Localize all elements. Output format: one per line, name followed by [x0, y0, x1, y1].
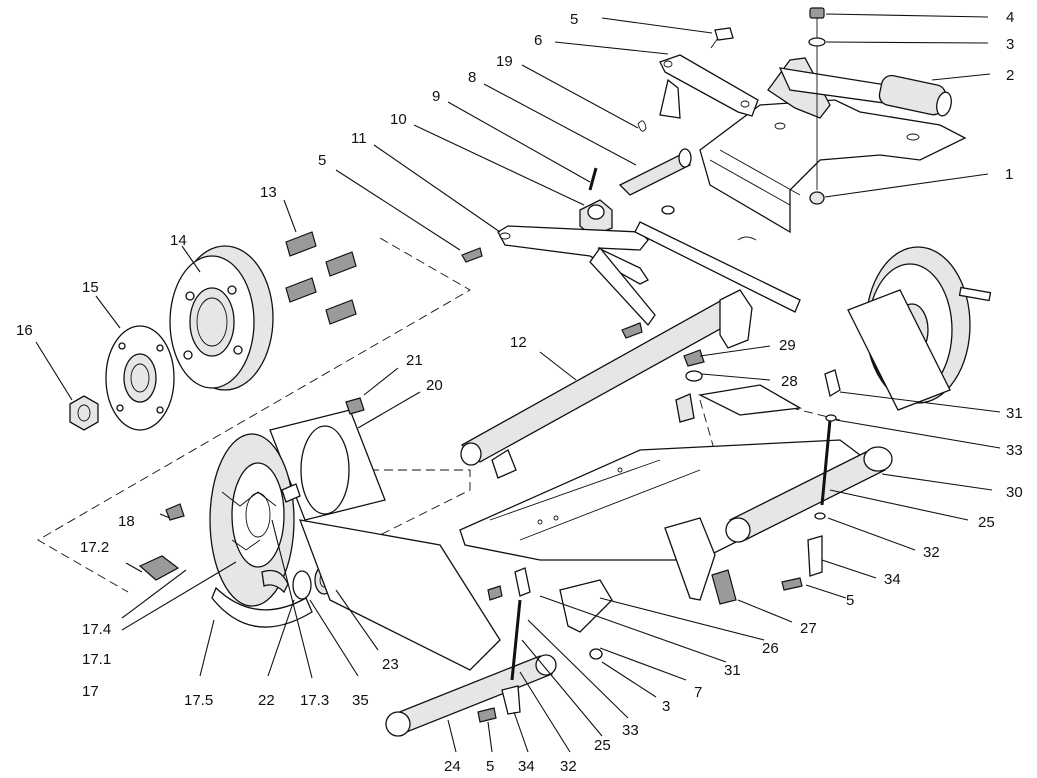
callout-19: 19 — [496, 53, 513, 70]
callout-33: 33 — [622, 722, 639, 739]
callout-17-1: 17.1 — [82, 651, 111, 668]
chassis-frame — [298, 384, 882, 671]
leader-lines — [35, 13, 1001, 753]
callout-20: 20 — [426, 377, 443, 394]
callout-2: 2 — [1006, 67, 1014, 84]
callout-labels: 1 2 3 4 5 6 19 8 9 10 11 5 13 14 15 16 1… — [16, 9, 1023, 775]
callout-29: 29 — [779, 337, 796, 354]
callout-8: 8 — [468, 69, 476, 86]
callout-23: 23 — [382, 656, 399, 673]
brake-drum-assembly — [69, 231, 357, 431]
callout-7: 7 — [694, 684, 702, 701]
callout-32: 32 — [560, 758, 577, 775]
callout-4: 4 — [1006, 9, 1014, 26]
callout-33: 33 — [1006, 442, 1023, 459]
callout-15: 15 — [82, 279, 99, 296]
callout-1: 1 — [1005, 166, 1013, 183]
callout-34: 34 — [518, 758, 535, 775]
callout-12: 12 — [510, 334, 527, 351]
callout-32: 32 — [923, 544, 940, 561]
callout-17-2: 17.2 — [80, 539, 109, 556]
callout-25: 25 — [978, 514, 995, 531]
callout-14: 14 — [170, 232, 187, 249]
callout-17-3: 17.3 — [300, 692, 329, 709]
callout-10: 10 — [390, 111, 407, 128]
callout-17-5: 17.5 — [184, 692, 213, 709]
right-brake-drum — [847, 246, 992, 411]
callout-27: 27 — [800, 620, 817, 637]
callout-3: 3 — [1006, 36, 1014, 53]
callout-17: 17 — [82, 683, 99, 700]
callout-31: 31 — [1006, 405, 1023, 422]
callout-5: 5 — [486, 758, 494, 775]
callout-5: 5 — [846, 592, 854, 609]
callout-22: 22 — [258, 692, 275, 709]
callout-21: 21 — [406, 352, 423, 369]
callout-25: 25 — [594, 737, 611, 754]
steering-bracket-assembly — [699, 7, 967, 234]
brake-shoe-assembly — [138, 397, 386, 628]
right-axle-and-tie-rod — [664, 369, 893, 605]
callout-26: 26 — [762, 640, 779, 657]
callout-5: 5 — [318, 152, 326, 169]
callout-11: 11 — [351, 130, 367, 147]
callout-18: 18 — [118, 513, 135, 530]
left-axle-and-tie-rod — [385, 349, 705, 737]
callout-3: 3 — [662, 698, 670, 715]
cross-shaft — [460, 289, 753, 479]
steering-arm — [461, 205, 801, 339]
callout-35: 35 — [352, 692, 369, 709]
callout-13: 13 — [260, 184, 277, 201]
callout-17-4: 17.4 — [82, 621, 111, 638]
callout-24: 24 — [444, 758, 461, 775]
callout-30: 30 — [1006, 484, 1023, 501]
callout-34: 34 — [884, 571, 901, 588]
link-arm-assembly — [579, 27, 759, 237]
callout-28: 28 — [781, 373, 798, 390]
callout-31: 31 — [724, 662, 741, 679]
callout-16: 16 — [16, 322, 33, 339]
callout-5: 5 — [570, 11, 578, 28]
callout-9: 9 — [432, 88, 440, 105]
callout-6: 6 — [534, 32, 542, 49]
